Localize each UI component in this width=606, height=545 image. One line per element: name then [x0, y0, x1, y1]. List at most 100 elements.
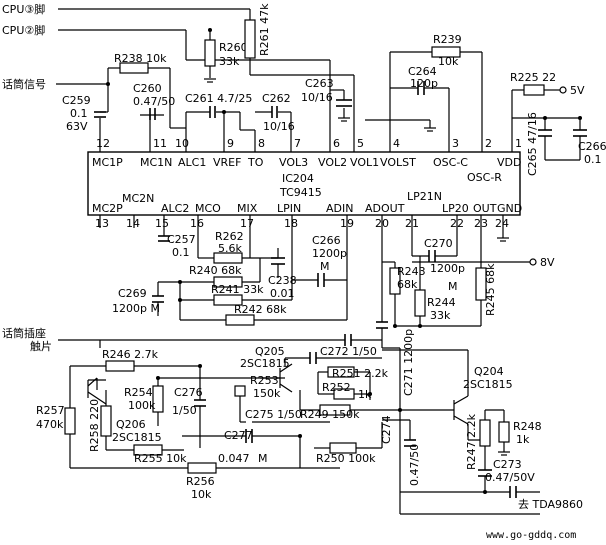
mic-jack-label: 话筒插座	[2, 326, 46, 340]
r242-label: R242 68k	[234, 303, 287, 316]
q206-part: 2SC1815	[112, 431, 162, 444]
c265-label: C265 47/16	[526, 112, 539, 176]
c259-cap: 0.1	[70, 107, 88, 120]
c266-m: M	[320, 260, 330, 273]
c272-label: C272 1/50	[320, 345, 377, 358]
c264-value: 120p	[410, 77, 438, 90]
pin-name-vol3: VOL3	[279, 156, 308, 169]
ic-top-pin-names: MC1P MC1N ALC1 VREF TO VOL3 VOL2 VOL1 VO…	[92, 156, 521, 169]
pin-number-12: 12	[96, 137, 110, 150]
adin-wiring	[292, 228, 348, 320]
ground-icon	[204, 78, 216, 83]
r257-value: 470k	[36, 418, 64, 431]
r239-label: R239	[433, 33, 462, 46]
r246-label: R246 2.7k	[102, 348, 159, 361]
ground-icon	[338, 117, 350, 122]
cpu-lines	[58, 8, 355, 140]
r240-resistor	[213, 276, 243, 288]
c266-label: C266	[312, 234, 341, 247]
pin-name-lp20: LP20	[442, 202, 469, 215]
mic-jack-label-2: 触片	[30, 339, 52, 353]
r239-value: 10k	[438, 55, 459, 68]
mic-signal-label: 话筒信号	[2, 77, 46, 91]
r257-label: R257	[36, 404, 65, 417]
r246-resistor	[105, 360, 135, 372]
pin-number-21: 21	[405, 217, 419, 230]
ground-icon	[424, 127, 436, 132]
r248-value: 1k	[516, 433, 530, 446]
r241-resistor	[213, 294, 243, 306]
pin-name-mc1p: MC1P	[92, 156, 123, 169]
pin-name-adin: ADIN	[326, 202, 353, 215]
ic-bottom-pin-leads	[99, 215, 504, 228]
r260-label: R260	[219, 41, 248, 54]
r253-label: R253	[250, 374, 279, 387]
r249-resistor	[319, 404, 351, 416]
pin-number-17: 17	[240, 217, 254, 230]
c270-value: 1200p	[430, 262, 465, 275]
pin-name-mc2n: MC2N	[122, 192, 154, 205]
r241-label: R241 33k	[211, 283, 264, 296]
pin-number-20: 20	[375, 217, 389, 230]
r244-resistor	[414, 289, 426, 317]
c266-value: 1200p	[312, 247, 347, 260]
q205-transistor-icon	[260, 363, 293, 393]
r250-label: R250 100k	[316, 452, 376, 465]
adout-lp-wiring	[381, 228, 530, 398]
r250-resistor	[329, 442, 357, 454]
pin-name-vref: VREF	[213, 156, 241, 169]
c257-value: 0.1	[172, 246, 190, 259]
pin-number-11: 11	[153, 137, 167, 150]
c263-value: 10/16	[301, 91, 333, 104]
c277-value: 0.047	[218, 452, 250, 465]
r262-value: 5.6k	[218, 242, 242, 255]
r248-label: R248	[513, 420, 542, 433]
r247-label: R247 2.2k	[465, 413, 478, 470]
pin-name-gnd: GND	[497, 202, 522, 215]
pin-number-1: 1	[515, 137, 522, 150]
pin-name-lpin: LPIN	[277, 202, 301, 215]
q204-part: 2SC1815	[463, 378, 513, 391]
pin-name-osc-r: OSC-R	[467, 171, 502, 184]
pin-number-22: 22	[450, 217, 464, 230]
pin-number-18: 18	[284, 217, 298, 230]
r254-resistor	[152, 385, 164, 413]
cpu-pin2-label: CPU②脚	[2, 23, 45, 37]
ground-icon	[498, 451, 510, 456]
pin-number-15: 15	[155, 217, 169, 230]
alc2-network-wiring	[157, 228, 347, 321]
pin-name-volst: VOLST	[380, 156, 416, 169]
r255-label: R255 10k	[134, 452, 187, 465]
pin-number-23: 23	[474, 217, 488, 230]
pin-name-to: TO	[247, 156, 264, 169]
c274-value: 0.47/50	[408, 444, 421, 486]
r239-c264-wiring	[365, 51, 483, 140]
r242-resistor	[225, 314, 255, 326]
r245-label: R245 68k	[484, 263, 497, 316]
r251-label: R251 2.2k	[332, 367, 389, 380]
r253-value: 150k	[253, 387, 281, 400]
m-marker: M	[448, 280, 458, 293]
c257-label: C257	[167, 233, 196, 246]
c238-value: 0.01	[270, 287, 295, 300]
c276-label: C276	[174, 386, 203, 399]
c266-top-label: C266	[578, 140, 606, 153]
c277-label: C277	[224, 429, 253, 442]
r248-resistor	[498, 421, 510, 443]
pin-name-mc1n: MC1N	[140, 156, 172, 169]
c275-label: C275 1/50	[245, 408, 302, 421]
pin-name-vdd: VDD	[497, 156, 521, 169]
ic-bottom-pin-numbers: 13 14 15 16 17 18 19 20 21 22 23 24	[95, 217, 509, 230]
c262-value: 10/16	[263, 120, 295, 133]
r225-label: R225 22	[510, 71, 556, 84]
pin-name-alc2: ALC2	[161, 202, 189, 215]
pin-name-mix: MIX	[237, 202, 258, 215]
c238-label: C238	[268, 274, 297, 287]
pin-name-vol1: VOL1	[350, 156, 379, 169]
m-marker-2: M	[258, 452, 268, 465]
pin-name-mc2p: MC2P	[92, 202, 123, 215]
r260-value: 33k	[219, 55, 240, 68]
c264-label: C264	[408, 65, 437, 78]
c260-label: C260	[133, 82, 162, 95]
